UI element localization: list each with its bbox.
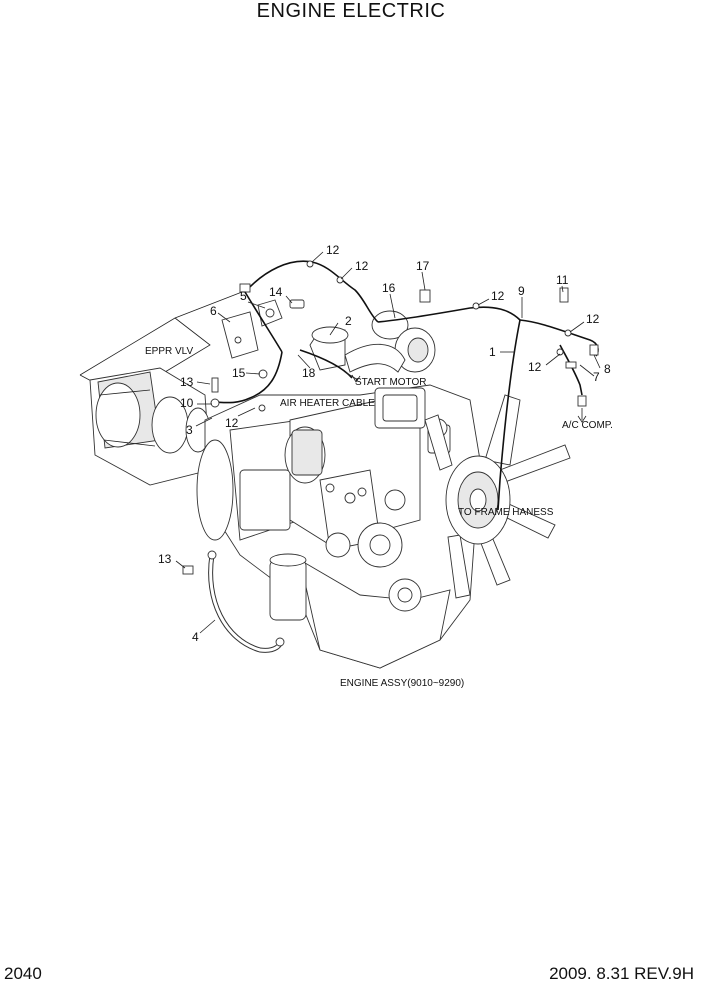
callout-3: 3 [186,423,193,437]
cooling-fan [424,394,571,599]
wire-harness [210,260,599,511]
ground-cable [207,550,285,653]
label-to-frame-haness: TO FRAME HANESS [458,507,554,518]
callout-13: 13 [180,375,194,389]
callout-12: 12 [528,360,542,374]
callout-12: 12 [491,289,505,303]
bolts [182,287,569,575]
leader-lines [175,251,601,634]
callout-12: 12 [326,243,340,257]
callout-4: 4 [192,630,199,644]
page-number: 2040 [4,964,42,983]
label-air-heater-cable: AIR HEATER CABLE [280,398,375,409]
callout-2: 2 [345,314,352,328]
callout-6: 6 [210,304,217,318]
hydraulic-pump [89,367,211,486]
callout-13: 13 [158,552,172,566]
callout-8: 8 [604,362,611,376]
callout-1: 1 [489,345,496,359]
page-title: ENGINE ELECTRIC [256,0,446,22]
callout-numbers: 12 12 17 16 12 9 11 12 1 12 8 7 2 18 5 1… [158,243,611,644]
callout-9: 9 [518,284,525,298]
callout-17: 17 [416,259,430,273]
label-engine-assy: ENGINE ASSY(9010~9290) [340,678,464,689]
eppr-bracket [221,299,305,359]
callout-18: 18 [302,366,316,380]
turbocharger [309,310,436,373]
engine-block [196,384,481,669]
callout-12: 12 [586,312,600,326]
callout-12: 12 [355,259,369,273]
callout-16: 16 [382,281,396,295]
callout-15: 15 [232,366,246,380]
label-ac-comp: A/C COMP. [562,420,613,431]
callout-11: 11 [556,273,569,287]
label-start-motor: START MOTOR [355,377,427,388]
callout-10: 10 [180,396,194,410]
date-revision: 2009. 8.31 REV.9H [549,964,694,983]
callout-7: 7 [593,370,600,384]
callout-12: 12 [225,416,239,430]
callout-14: 14 [269,285,283,299]
diagram-labels: EPPR VLV START MOTOR AIR HEATER CABLE A/… [145,346,613,689]
direction-arrows [344,371,587,423]
callout-5: 5 [240,289,247,303]
label-eppr-vlv: EPPR VLV [145,346,193,357]
